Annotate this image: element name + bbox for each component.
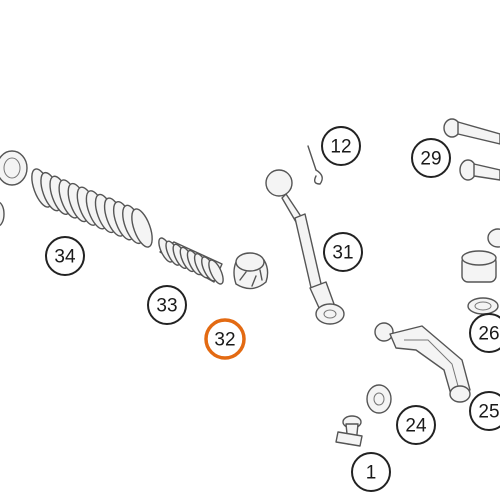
callout-31[interactable]: 31 xyxy=(323,232,363,272)
washer-part xyxy=(487,228,500,248)
callout-24[interactable]: 24 xyxy=(396,405,436,445)
washer-24-part xyxy=(366,384,392,414)
bolt-part xyxy=(443,118,500,145)
callout-32[interactable]: 32 xyxy=(204,318,246,360)
callout-12[interactable]: 12 xyxy=(321,126,361,166)
small-ring-part xyxy=(467,297,499,315)
rod-link-part xyxy=(265,169,345,325)
callout-25[interactable]: 25 xyxy=(469,391,500,431)
callout-34-label: 34 xyxy=(54,247,76,268)
callout-1-label: 1 xyxy=(366,463,377,484)
lever-arm-part xyxy=(374,322,471,403)
callout-25-label: 25 xyxy=(478,402,499,423)
callout-24-label: 24 xyxy=(405,416,427,437)
callout-32-label: 32 xyxy=(214,330,235,351)
clip-pin-part xyxy=(307,145,323,185)
callout-12-label: 12 xyxy=(330,137,351,158)
sleeve-thread xyxy=(208,259,224,285)
callout-33[interactable]: 33 xyxy=(147,285,187,325)
coil-spring-part xyxy=(31,168,153,248)
callout-29[interactable]: 29 xyxy=(411,138,451,178)
screw-part xyxy=(335,415,363,447)
callout-33-label: 33 xyxy=(156,296,177,317)
callout-29-label: 29 xyxy=(420,149,441,170)
bushing-part xyxy=(461,250,497,283)
partial-ring-part xyxy=(0,201,5,227)
cap-part xyxy=(233,252,269,290)
callout-1[interactable]: 1 xyxy=(351,452,391,492)
bolt-part xyxy=(459,159,500,181)
threaded-sleeve-part xyxy=(158,237,224,285)
callout-34[interactable]: 34 xyxy=(45,236,85,276)
callout-31-label: 31 xyxy=(332,243,353,264)
callout-26-label: 26 xyxy=(478,324,499,345)
callout-26[interactable]: 26 xyxy=(469,313,500,353)
seal-ring-part xyxy=(0,150,28,186)
spring-coil xyxy=(131,208,153,248)
